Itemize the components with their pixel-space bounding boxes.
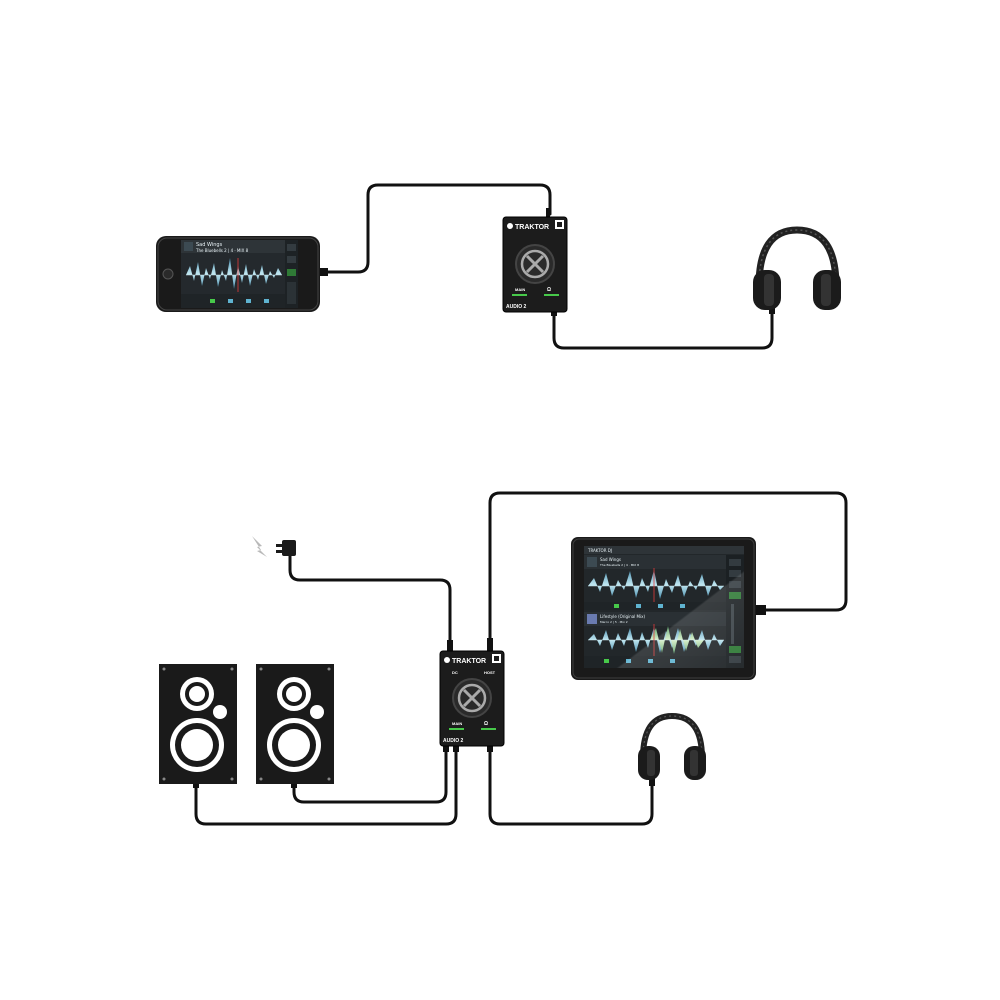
phone-waveform [186, 258, 282, 292]
interface-2-dc-label: DC [452, 670, 458, 675]
cable-phone-to-interface [324, 183, 552, 274]
cable-power-to-interface [288, 555, 452, 652]
interface-1-brand: TRAKTOR [515, 224, 549, 231]
phone-connector [320, 268, 328, 276]
audio-interface-2: TRAKTOR DC HOST MAIN Ω AUDIO 2 [439, 638, 505, 752]
traktor-logo-icon [507, 223, 513, 229]
speaker-right [256, 664, 334, 788]
phone: Sad Wings The Bluebells 2 | 4 · MIX 8 [156, 236, 328, 312]
interface-2-model: AUDIO 2 [443, 738, 464, 744]
power-plug [252, 536, 296, 557]
lightning-icon [252, 536, 267, 557]
tablet: TRAKTOR DJ Sad Wings The Bluebells 2 | 4… [571, 537, 766, 680]
headphones-1 [753, 226, 841, 314]
phone-track-artist: The Bluebells 2 | 4 · MIX 8 [195, 248, 249, 253]
setup-1: Sad Wings The Bluebells 2 | 4 · MIX 8 [156, 183, 841, 350]
traktor-logo-icon [444, 657, 450, 663]
interface-2-headphone-icon: Ω [484, 721, 488, 727]
headphones-2 [638, 712, 706, 786]
speaker-left [159, 664, 237, 788]
cable-interface-to-tablet [488, 491, 848, 646]
cable-interface-to-headphones [552, 312, 774, 350]
phone-home-button[interactable] [162, 268, 174, 280]
cable-interface-to-speaker-left [194, 748, 458, 826]
interface-2-brand: TRAKTOR [452, 658, 486, 665]
audio-interface-1: TRAKTOR MAIN Ω AUDIO 2 [502, 208, 568, 316]
interface-1-model: AUDIO 2 [506, 304, 527, 310]
interface-2-main-label: MAIN [452, 721, 462, 726]
setup-2: TRAKTOR DC HOST MAIN Ω AUDIO 2 TRAKTOR D… [159, 491, 848, 826]
cable-interface-to-speaker-right [292, 748, 448, 804]
interface-1-headphone-icon: Ω [547, 287, 551, 293]
tablet-connector [756, 605, 766, 615]
interface-1-main-label: MAIN [515, 287, 525, 292]
cable-interface-to-headphones [488, 748, 654, 826]
phone-track-title: Sad Wings [196, 242, 223, 248]
interface-2-host-label: HOST [484, 670, 496, 675]
